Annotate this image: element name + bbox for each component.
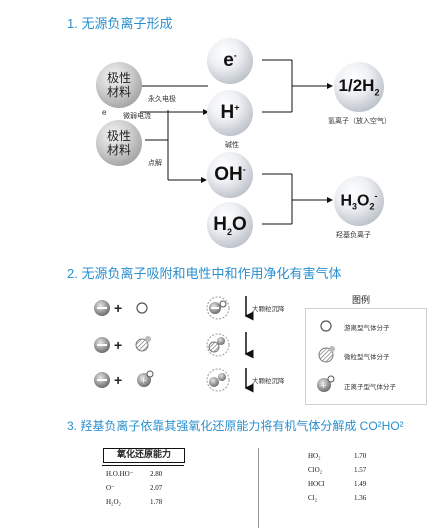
sedimentation-note: 大颗粒沉降	[252, 378, 285, 385]
water-molecule-ball: H2O	[207, 202, 253, 248]
svg-text:+: +	[320, 381, 327, 390]
table-value: 1.57	[354, 466, 367, 474]
legend-item-positive-ion-gas: 正离子型气体分子	[344, 384, 396, 391]
adsorption-row-2	[94, 332, 254, 359]
legend-title: 图例	[352, 295, 371, 305]
adsorption-diagram: +	[94, 296, 254, 393]
electron-ion-ball: e-	[207, 38, 253, 84]
table-value: 1.49	[354, 480, 367, 488]
section3-heading: 3. 羟基负离子依靠其强氧化还原能力将有机气体分解成 CO²HO²	[67, 419, 404, 433]
table-row: HO₂	[308, 452, 321, 460]
sedimentation-note: 大颗粒沉降	[252, 306, 285, 313]
electron-symbol-note: e	[102, 108, 107, 117]
plus-sign: +	[114, 337, 123, 353]
legend-box: + 游离型气体分子 微粒型气体分子 正离子型气体分子	[305, 308, 427, 405]
polar-material-ball: 极性材料	[96, 62, 142, 108]
table-row: H.O.HO⁻	[106, 470, 134, 478]
table-row: ClO₂	[308, 466, 323, 474]
adsorption-row-1	[94, 296, 254, 321]
hydroxide-ion-ball: OH-	[207, 152, 253, 198]
hydroxyl-negative-ion-label: 羟基负离子	[336, 232, 371, 239]
micro-current-note: 微弱电流	[123, 113, 151, 120]
polar-material-ball: 极性材料	[96, 120, 142, 166]
electrolysis-note: 点解	[148, 160, 162, 167]
table-row: O⁻	[106, 484, 115, 492]
oxidation-table-title: 氧化还原能力	[103, 448, 185, 463]
hydrogen-ion-ball: H+	[207, 90, 253, 136]
plus-sign: +	[114, 372, 123, 388]
section1-heading: 1. 无源负离子形成	[67, 16, 173, 31]
permanent-electrode-note: 永久电极	[148, 96, 176, 103]
section2-heading: 2. 无源负离子吸附和电性中和作用净化有害气体	[67, 266, 342, 281]
table-value: 1.78	[150, 498, 163, 506]
table-row: H₂O₂	[106, 498, 121, 506]
legend-item-particle-gas: 微粒型气体分子	[344, 354, 390, 361]
table-divider	[102, 465, 184, 466]
adsorption-row-3: +	[94, 368, 254, 393]
table-row: Cl₂	[308, 494, 318, 502]
table-vertical-divider	[258, 448, 259, 528]
table-value: 1.70	[354, 452, 367, 460]
legend-item-free-gas: 游离型气体分子	[344, 325, 390, 332]
table-value: 1.36	[354, 494, 367, 502]
h3o2-ion-ball: H3O2-	[334, 176, 384, 226]
plus-sign: +	[114, 300, 123, 316]
svg-text:+: +	[140, 376, 147, 385]
alkaline-label: 碱性	[225, 142, 239, 149]
half-hydrogen-ball: 1/2H2	[334, 62, 384, 112]
table-value: 2.80	[150, 470, 163, 478]
section1-connectors	[140, 59, 333, 225]
hydrogen-ion-release-label: 氢离子（放入空气）	[328, 118, 391, 125]
table-row: HOCl	[308, 480, 325, 488]
legend-icons: +	[317, 320, 335, 392]
table-value: 2.07	[150, 484, 163, 492]
